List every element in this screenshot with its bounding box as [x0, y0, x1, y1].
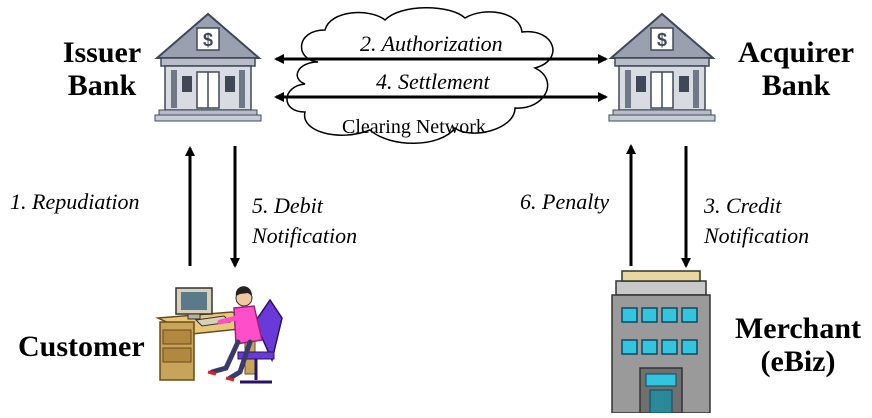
bank-building-icon: $ [608, 12, 716, 122]
svg-text:$: $ [657, 30, 667, 50]
acquirer-bank-label-line2: Bank [761, 69, 831, 102]
authorization-label: 2. Authorization [360, 31, 503, 56]
bank-building-icon: $ [154, 12, 262, 122]
merchant-label-line2: (eBiz) [760, 345, 836, 378]
debit-notification-label-line1: 5. Debit [252, 193, 323, 218]
credit-notification-label-line1: 3. Credit [704, 193, 782, 218]
svg-text:$: $ [203, 30, 213, 50]
repudiation-label: 1. Repudiation [10, 189, 140, 214]
debit-notification-label: 5. Debit Notification [252, 191, 357, 251]
issuer-bank-label: Issuer Bank [52, 36, 152, 102]
credit-notification-label: 3. Credit Notification [704, 191, 809, 251]
settlement-label: 4. Settlement [376, 69, 490, 94]
merchant-label: Merchant (eBiz) [728, 312, 868, 378]
office-building-icon [611, 270, 711, 414]
person-at-computer-icon [155, 286, 283, 384]
acquirer-bank-label-line1: Acquirer [737, 36, 855, 69]
customer-label: Customer [18, 330, 145, 363]
credit-notification-label-line2: Notification [704, 223, 810, 248]
debit-notification-label-line2: Notification [252, 223, 358, 248]
issuer-bank-label-line2: Bank [67, 69, 137, 102]
penalty-label: 6. Penalty [520, 189, 610, 214]
issuer-bank-label-line1: Issuer [62, 36, 142, 69]
acquirer-bank-label: Acquirer Bank [726, 36, 866, 102]
clearing-network-label: Clearing Network [342, 116, 486, 138]
merchant-label-line1: Merchant [734, 312, 862, 345]
